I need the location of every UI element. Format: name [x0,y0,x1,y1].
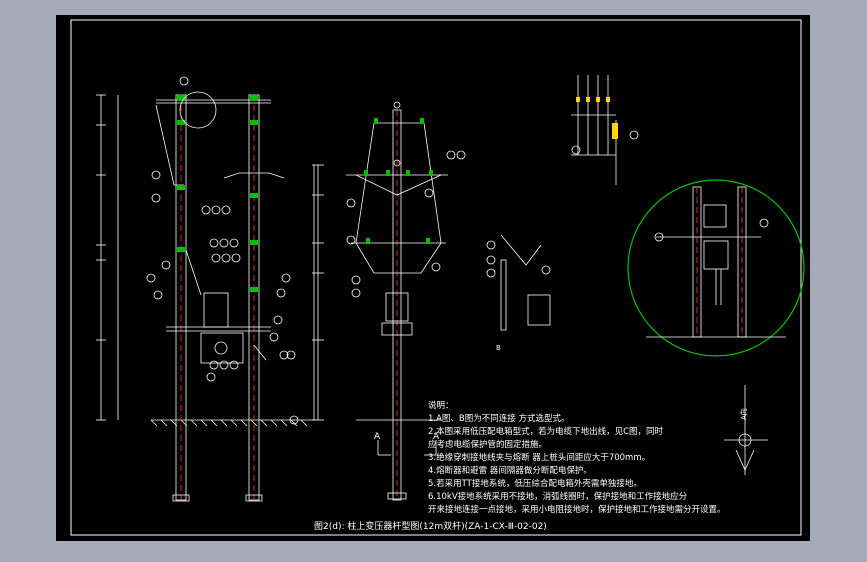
drawing-title: 图2(d): 柱上变压器杆型图(12m双杆)(ZA-1-CX-Ⅲ-02-02) [314,522,547,532]
note-item: 6.10kV接地系统采用不接地，消弧线圈时，保护接地和工作接地应分 [428,492,688,502]
note-item: 2.本图采用低压配电箱型式，若为电缆下地出线，见C图，同时 [428,427,664,437]
wiring-detail [571,75,639,185]
middle-insulators [364,118,433,244]
detail-circle-left [179,91,217,129]
notes-heading: 说明： [428,401,454,411]
detail-zoom-contents [646,186,786,338]
note-item: 开来接地连接一点接地，采用小电阻接地时，保护接地和工作接地需分开设置。 [428,505,726,515]
view-a-label: A向 [739,408,748,420]
note-item: 3.绝缘穿刺接地线夹与熔断 器上桩头间距应大于700mm。 [428,453,651,463]
left-elevation [96,94,316,427]
left-crossarms [155,99,285,364]
note-item: 5.若采用TT接地系统，低压综合配电箱外壳需单独接地。 [428,479,642,489]
callout-balloons-left [146,76,299,425]
detail-b-label: B [496,344,501,352]
detail-circle-zoom [627,179,805,357]
drawing-frame [70,19,802,536]
drawing-sheet: A A B [56,15,810,541]
cad-drawing: A A B [70,19,805,536]
section-markers [377,440,437,456]
note-item: 1.A图、B图为不同连接 方式选型式。 [428,414,570,424]
left-insulators [177,95,258,292]
section-a-left: A [374,432,381,442]
section-a-right: A [433,432,440,442]
pole-right [245,94,263,502]
detail-b [486,234,551,331]
note-item: 应考虑电缆保护管的固定措施。 [428,440,548,450]
pole-left [172,94,190,502]
wiring-terminals [576,97,618,139]
note-item: 4.熔断器和避雷 器间隔器做分断配电保护。 [428,466,592,476]
middle-side-view [312,101,466,501]
a-view [724,385,768,475]
notes-block: 说明： 1.A图、B图为不同连接 方式选型式。 2.本图采用低压配电箱型式，若为… [428,400,808,517]
